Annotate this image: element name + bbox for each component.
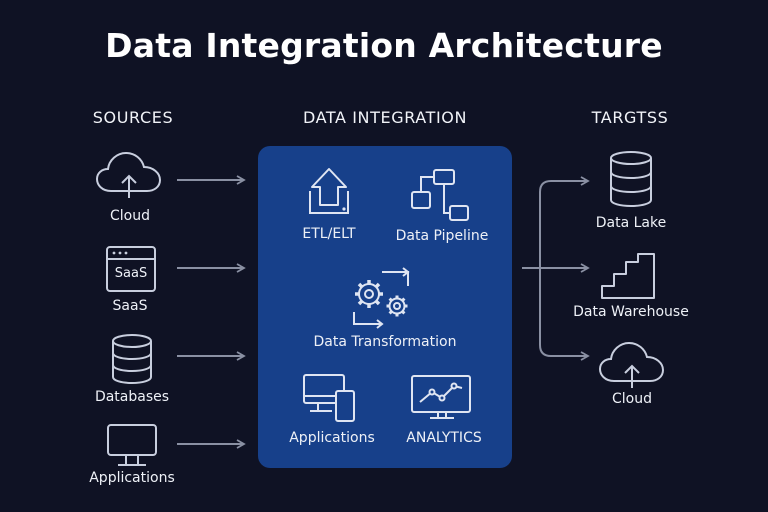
monitor-icon — [107, 424, 157, 466]
analytics-label: ANALYTICS — [406, 430, 482, 446]
upload-arrow-icon — [309, 168, 349, 214]
cloud-upload-target-icon — [598, 341, 665, 388]
target-data-lake-label: Data Lake — [595, 215, 667, 231]
database-icon — [112, 334, 152, 385]
cloud-upload-icon — [95, 151, 162, 198]
data-pipeline-label: Data Pipeline — [395, 228, 489, 244]
devices-icon — [303, 374, 355, 422]
data-lake-database-icon — [610, 151, 652, 208]
branch-to-cloud-target — [539, 268, 590, 361]
gears-transform-icon — [353, 267, 410, 329]
data-integration-panel — [258, 146, 512, 468]
source-databases-label: Databases — [94, 389, 170, 405]
source-cloud-label: Cloud — [110, 208, 150, 224]
column-heading-data-integration: DATA INTEGRATION — [302, 108, 468, 127]
data-transformation-label: Data Transformation — [313, 334, 457, 350]
saas-window-icon — [106, 246, 156, 292]
column-heading-sources: SOURCES — [92, 108, 174, 127]
column-heading-targets: TARGTSS — [591, 108, 669, 127]
source-saas-label: SaaS — [112, 298, 148, 314]
warehouse-stairs-icon — [601, 253, 655, 299]
applications-integration-label: Applications — [289, 430, 375, 446]
saas-icon-text: SaaS — [114, 266, 148, 281]
branch-to-data-lake — [539, 176, 590, 268]
source-applications-label: Applications — [89, 470, 175, 486]
diagram-title: Data Integration Architecture — [105, 26, 663, 65]
analytics-chart-icon — [411, 375, 471, 419]
target-cloud-label: Cloud — [612, 391, 652, 407]
etl-elt-label: ETL/ELT — [302, 226, 356, 242]
target-data-warehouse-label: Data Warehouse — [573, 304, 689, 320]
pipeline-flow-icon — [411, 169, 469, 221]
